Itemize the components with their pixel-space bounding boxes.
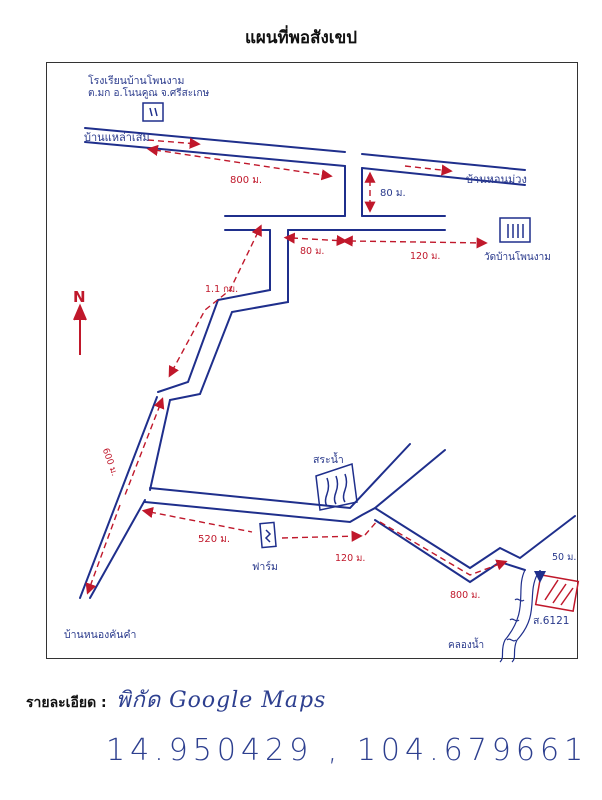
- distance-800m-lower: 800 ม.: [450, 590, 481, 601]
- distance-50m: 50 ม.: [552, 552, 577, 563]
- farm-label: ฟาร์ม: [252, 561, 278, 573]
- road-east-toplot-lower: [374, 519, 526, 584]
- pond-label: สระน้ำ: [313, 454, 344, 466]
- map-frame: [46, 62, 578, 659]
- distance-80m-horizontal: 80 ม.: [300, 246, 325, 257]
- ban-south-label: บ้านหนองคันคำ: [64, 629, 137, 641]
- wat-label: วัดบ้านโพนงาม: [484, 252, 551, 263]
- canal: [499, 569, 538, 663]
- ban-nonsamran-label: บ้านแหล่าเสม: [84, 131, 150, 144]
- farm-icon: [259, 521, 277, 549]
- pond-icon: [315, 463, 358, 511]
- road-sw-right: [149, 399, 171, 491]
- school-label-line2: ต.มก อ.โนนคูณ จ.ศรีสะเกษ: [88, 88, 210, 99]
- road-top-right-upper: [361, 153, 526, 171]
- north-arrow-icon: [73, 303, 87, 355]
- wat-icon: [499, 217, 531, 243]
- distance-1-1km: 1.1 กม.: [205, 284, 239, 295]
- distance-120m-junction: 120 ม.: [335, 553, 366, 564]
- details-label: รายละเอียด :: [26, 695, 107, 711]
- page-title: แผนที่พอสังเขป: [244, 28, 358, 48]
- roads: [79, 127, 576, 599]
- road-sw-left: [79, 396, 158, 599]
- road-east-upper: [149, 443, 411, 510]
- road-sw-right-lower: [89, 499, 146, 599]
- canal-label: คลองน้ำ: [448, 640, 485, 651]
- ban-hong-label: บ้านหอนม่วง: [466, 173, 527, 186]
- school-icon: [142, 102, 164, 122]
- plot-label: ส.6121: [533, 615, 570, 627]
- distance-800m: 800 ม.: [230, 175, 263, 186]
- road-east-lower: [144, 449, 446, 524]
- distance-80m-vertical: 80 ม.: [380, 188, 406, 199]
- gps-coordinates: 14.950429 , 104.679661: [106, 733, 589, 768]
- school-label-line1: โรงเรียนบ้านโพนงาม: [88, 75, 185, 87]
- landmarks: [142, 102, 580, 612]
- distance-120m-east: 120 ม.: [410, 251, 441, 262]
- north-label: N: [73, 288, 86, 306]
- road-winding-left: [157, 229, 271, 393]
- google-maps-label: พิกัด Google Maps: [116, 688, 327, 713]
- route-arrows: [85, 137, 508, 595]
- plot-icon: [534, 574, 580, 612]
- road-east-toplot-upper: [374, 507, 576, 570]
- road-top-right-lower: [361, 167, 526, 186]
- distance-520m: 520 ม.: [198, 534, 231, 545]
